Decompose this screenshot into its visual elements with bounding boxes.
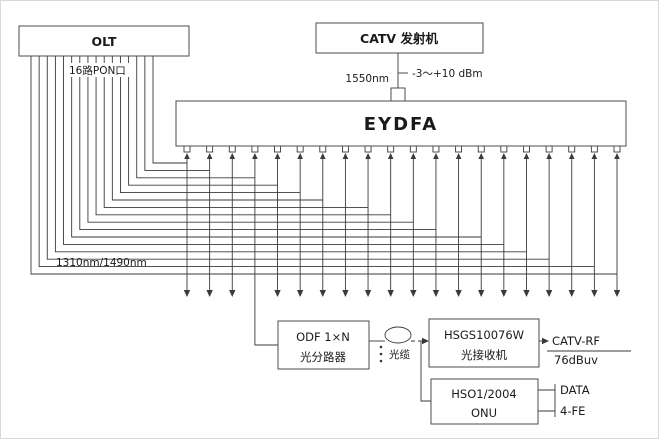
pon-ports-label: 16路PON口	[69, 64, 126, 77]
pon-wire	[38, 56, 595, 268]
pon-wire	[120, 56, 301, 194]
olt-box-frame	[18, 25, 190, 57]
pon-wire	[144, 56, 210, 171]
power-range-label: -3～+10 dBm	[412, 68, 483, 80]
down-arrowhead	[296, 290, 304, 297]
pon-wire	[95, 56, 391, 216]
catv-rf-label: CATV-RF	[552, 334, 600, 348]
catv-transmitter-box: CATV 发射机	[315, 22, 484, 54]
pon-wire	[63, 56, 504, 245]
down-arrowhead	[274, 290, 281, 297]
pon-wire	[71, 56, 482, 238]
up-arrowhead	[319, 153, 326, 159]
down-arrowhead	[455, 290, 462, 297]
wavelength-1550-label: 1550nm	[345, 73, 389, 85]
onu-feed-wire	[420, 341, 431, 402]
right-arrowhead	[542, 337, 549, 345]
up-arrowhead	[365, 153, 371, 159]
odf-label-line1: ODF 1×N	[296, 330, 350, 344]
catv-transmitter-frame	[315, 22, 484, 54]
catv-rf-level-label: 76dBuv	[554, 353, 598, 367]
wavelength-pon-label: 1310nm/1490nm	[56, 257, 147, 269]
pon-wire	[46, 56, 550, 260]
onu-box: HSO1/2004 ONU	[430, 378, 539, 425]
up-arrowhead	[568, 153, 575, 159]
cable-continuation-dots	[379, 345, 383, 349]
down-arrowhead	[432, 290, 440, 297]
catv-transmitter-label: CATV 发射机	[360, 31, 438, 46]
down-arrowhead	[206, 290, 213, 297]
onu-frame	[430, 378, 539, 425]
down-arrowhead	[183, 290, 191, 297]
up-arrowhead	[229, 153, 236, 159]
up-arrowhead	[252, 153, 258, 159]
down-arrowhead	[478, 290, 485, 297]
up-arrowhead	[297, 153, 303, 159]
pon-wire	[111, 56, 323, 201]
up-arrowhead	[184, 153, 190, 159]
olt-box: OLT	[18, 25, 190, 57]
eydfa-frame	[175, 100, 627, 147]
cable-label: 光缆	[389, 348, 410, 361]
pon-wire	[54, 56, 527, 253]
pon-wire	[79, 56, 436, 231]
down-arrowhead	[500, 290, 508, 297]
pon-wire	[87, 56, 414, 223]
data-output-label: DATA	[560, 383, 590, 397]
pon-wire	[30, 56, 617, 275]
fiber-cable-coil	[384, 326, 412, 344]
optical-receiver-box: HSGS10076W 光接收机	[428, 318, 540, 368]
down-arrowhead	[591, 290, 598, 297]
up-arrowhead	[546, 153, 552, 159]
down-arrowhead	[364, 290, 372, 297]
receiver-label-line2: 光接收机	[461, 348, 507, 362]
cable-continuation-dots	[379, 359, 383, 363]
eydfa-box: EYDFA	[175, 100, 627, 147]
up-arrowhead	[274, 153, 281, 159]
pon-wire	[128, 56, 278, 186]
up-arrowhead	[523, 153, 530, 159]
pon-wire	[103, 56, 369, 208]
up-arrowhead	[206, 153, 213, 159]
down-arrowhead	[613, 290, 621, 297]
olt-label: OLT	[91, 34, 117, 49]
cable-continuation-dots	[379, 352, 383, 356]
down-arrowhead	[319, 290, 326, 297]
down-arrowhead	[410, 290, 417, 297]
pon-wire	[152, 56, 187, 164]
up-arrowhead	[455, 153, 462, 159]
up-arrowhead	[342, 153, 349, 159]
odf-label-line2: 光分路器	[300, 350, 346, 364]
wiring-layer	[30, 53, 631, 417]
eydfa-input-connector	[390, 87, 406, 102]
up-arrowhead	[614, 153, 620, 159]
onu-label-line1: HSO1/2004	[451, 387, 516, 401]
receiver-frame	[428, 318, 540, 368]
odf-frame	[277, 320, 370, 370]
up-arrowhead	[501, 153, 507, 159]
receiver-label-line1: HSGS10076W	[444, 328, 524, 342]
pon-wire	[136, 56, 255, 179]
eydfa-label: EYDFA	[364, 114, 438, 135]
up-arrowhead	[433, 153, 439, 159]
up-arrowhead	[591, 153, 598, 159]
down-arrowhead	[229, 290, 236, 297]
right-arrowhead	[422, 337, 429, 345]
down-arrowhead	[387, 290, 394, 297]
onu-label-line2: ONU	[471, 406, 497, 420]
down-arrowhead	[523, 290, 530, 297]
up-arrowhead	[478, 153, 485, 159]
splitter-feed-wire	[254, 159, 278, 346]
up-arrowhead	[387, 153, 394, 159]
pon-ports-label-mask	[65, 63, 131, 77]
down-arrowhead	[342, 290, 349, 297]
down-arrowhead	[545, 290, 553, 297]
up-arrowhead	[410, 153, 417, 159]
odf-splitter-box: ODF 1×N 光分路器	[277, 320, 370, 370]
fe-output-label: 4-FE	[560, 404, 585, 418]
down-arrowhead	[568, 290, 575, 297]
